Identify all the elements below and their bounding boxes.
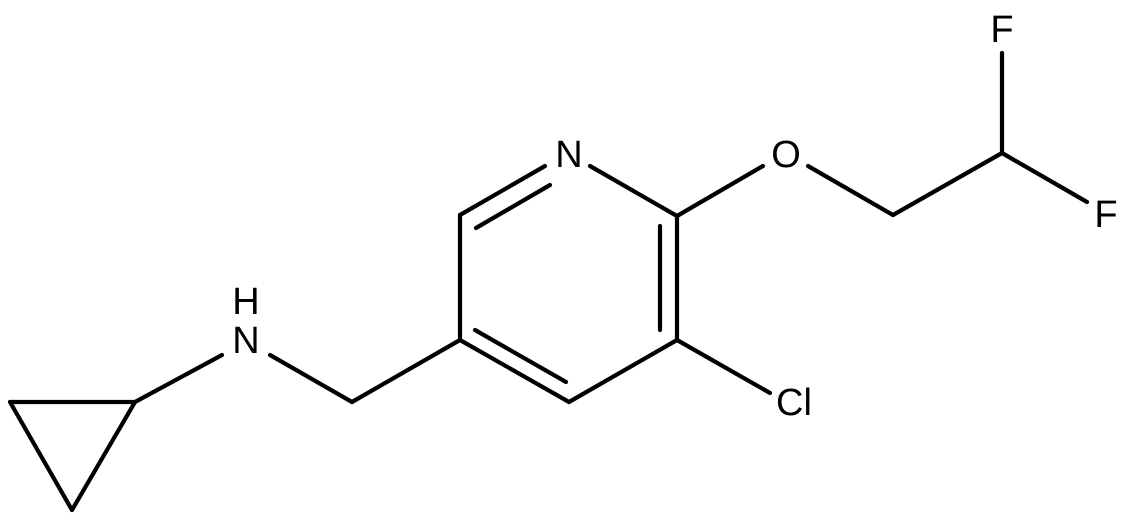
bond-c5-c4 xyxy=(566,337,680,405)
bond-o-ch2 xyxy=(805,163,896,218)
atom-n-amine: N xyxy=(232,320,259,362)
bond-ch2-chf2 xyxy=(890,150,1005,218)
bond-c2-n1-inner xyxy=(473,182,553,231)
bond-n1-c6 xyxy=(587,163,680,219)
atom-f-right: F xyxy=(1094,194,1117,236)
bond-chf2-f-right xyxy=(999,150,1090,205)
atom-o: O xyxy=(771,134,801,176)
bond-ch2-nh xyxy=(267,352,355,405)
bond-c4-c3 xyxy=(457,337,572,405)
atom-f-top: F xyxy=(990,9,1013,51)
bond-cp-right xyxy=(69,399,138,513)
bond-nh-cyclopropyl xyxy=(132,352,225,405)
bond-c6-o xyxy=(674,163,766,219)
bonds xyxy=(7,50,1090,513)
bond-c5-cl xyxy=(674,337,773,396)
bond-c3-ch2 xyxy=(349,337,463,405)
atom-n-ring: N xyxy=(555,134,582,176)
atom-h-amine: H xyxy=(232,281,259,323)
atom-cl: Cl xyxy=(776,382,812,424)
bond-c4-c3-inner xyxy=(472,327,569,385)
bond-c2-n1 xyxy=(457,163,548,218)
bond-cp-left xyxy=(7,399,75,513)
atom-labels: N O F F Cl H N xyxy=(232,9,1117,424)
